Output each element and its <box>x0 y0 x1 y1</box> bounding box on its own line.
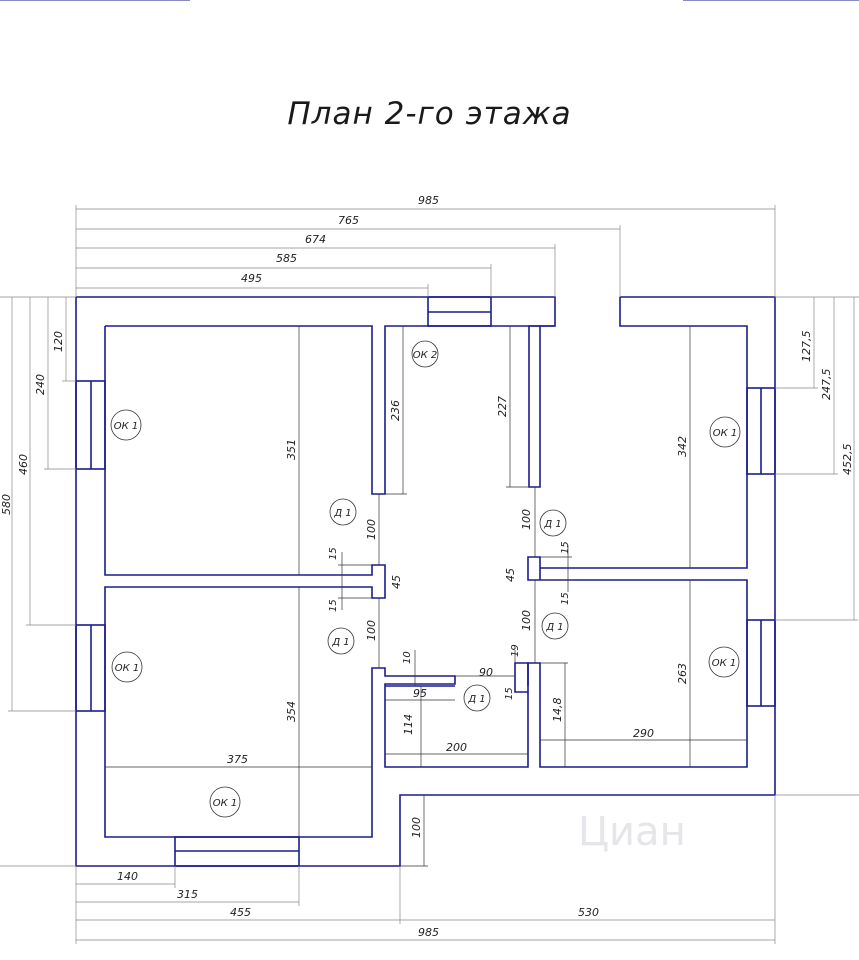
top-left-rule <box>0 0 190 1</box>
dim-200: 200 <box>446 741 467 754</box>
dim-315: 315 <box>177 888 198 901</box>
label-d1-c: Д 1 <box>543 519 561 530</box>
dim-530: 530 <box>578 906 599 919</box>
dim-674: 674 <box>305 233 326 246</box>
dim-100-c: 100 <box>520 509 533 530</box>
label-d1-b: Д 1 <box>331 637 349 648</box>
dim-95: 95 <box>413 687 427 700</box>
dim-985-bottom: 985 <box>418 926 439 939</box>
label-ok1-right-top: ОК 1 <box>713 428 738 439</box>
dim-15-e: 15 <box>504 687 515 700</box>
label-ok1-right-bottom: ОК 1 <box>712 658 737 669</box>
dim-120: 120 <box>52 331 65 352</box>
dim-100-a: 100 <box>365 519 378 540</box>
label-d1-d: Д 1 <box>545 622 563 633</box>
dim-240: 240 <box>34 374 47 395</box>
opening-labels: ОК 2 ОК 1 ОК 1 ОК 1 ОК 1 ОК 1 Д 1 Д 1 Д … <box>110 340 741 818</box>
dim-585: 585 <box>276 252 297 265</box>
dim-351: 351 <box>285 439 298 460</box>
dim-455: 455 <box>230 906 251 919</box>
dim-100-d: 100 <box>520 610 533 631</box>
outer-wall-outline <box>75 296 776 867</box>
dim-765: 765 <box>338 214 359 227</box>
dim-342: 342 <box>676 436 689 457</box>
dim-15-c: 15 <box>560 541 571 554</box>
dim-100-b: 100 <box>365 620 378 641</box>
dim-247-5: 247,5 <box>820 369 833 401</box>
label-ok2: ОК 2 <box>413 350 438 361</box>
dim-495: 495 <box>241 272 262 285</box>
dim-19: 19 <box>510 644 521 657</box>
dim-114: 114 <box>402 714 415 735</box>
dim-236: 236 <box>389 400 402 421</box>
label-ok1-left-bottom: ОК 1 <box>115 663 140 674</box>
dim-375: 375 <box>227 753 248 766</box>
dim-15-a: 15 <box>328 547 339 560</box>
dim-45-b: 45 <box>504 568 517 582</box>
label-ok1-left-top: ОК 1 <box>114 421 139 432</box>
dim-15-b: 15 <box>328 599 339 612</box>
walls <box>75 296 776 867</box>
dim-290: 290 <box>633 727 654 740</box>
dim-127-5: 127,5 <box>800 331 813 363</box>
dim-354: 354 <box>285 701 298 722</box>
dim-140: 140 <box>117 870 138 883</box>
dim-452-5: 452,5 <box>841 444 854 476</box>
dim-985-top: 985 <box>418 194 439 207</box>
plan-title: План 2-го этажа <box>287 96 572 132</box>
outer-wall-inner <box>104 297 748 838</box>
dim-100-e: 100 <box>410 817 423 838</box>
top-right-rule <box>683 0 859 1</box>
label-ok1-bottom: ОК 1 <box>213 798 238 809</box>
dim-14-8: 14,8 <box>551 698 564 723</box>
dimension-lines <box>0 205 859 944</box>
dim-227: 227 <box>496 396 509 417</box>
label-d1-e: Д 1 <box>467 694 485 705</box>
dim-10: 10 <box>402 651 413 664</box>
dim-460: 460 <box>17 454 30 475</box>
dim-90: 90 <box>479 666 493 679</box>
watermark: Циан <box>578 809 686 855</box>
dimension-text: 985 765 674 585 495 580 460 240 120 127,… <box>0 194 854 939</box>
dim-45-a: 45 <box>390 575 403 589</box>
dim-263: 263 <box>676 663 689 684</box>
dim-15-d: 15 <box>560 592 571 605</box>
label-d1-a: Д 1 <box>333 508 351 519</box>
dim-580: 580 <box>0 494 13 515</box>
